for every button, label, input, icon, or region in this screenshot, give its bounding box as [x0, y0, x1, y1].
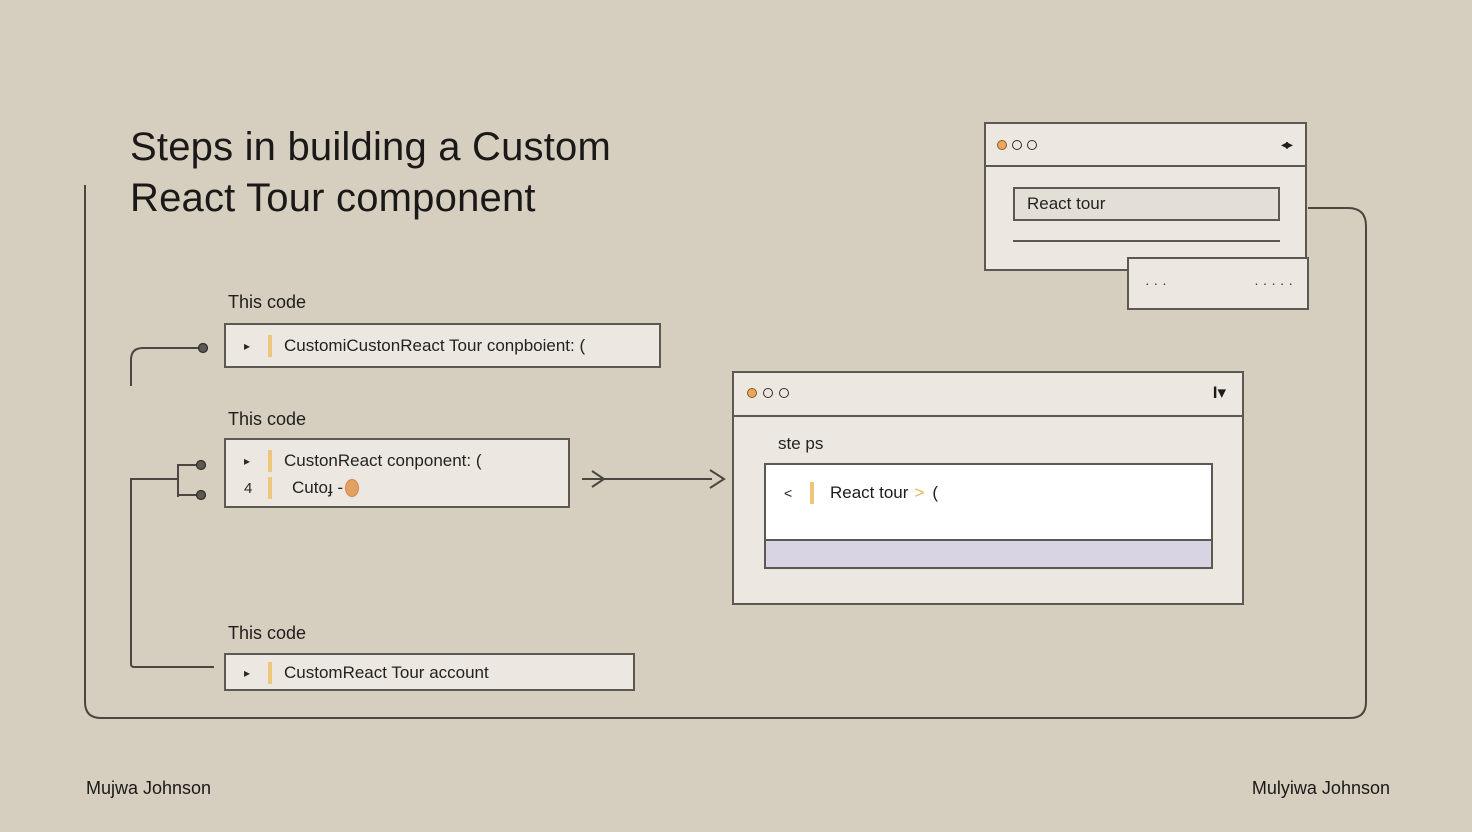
line-number: 4 [244, 479, 253, 497]
window-dot-icon[interactable] [1027, 140, 1037, 150]
cursor-dropdown-icon[interactable]: I▾ [1212, 383, 1226, 402]
search-input[interactable]: React tour [1013, 187, 1280, 221]
divider [1013, 240, 1280, 242]
step-tail: ( [932, 483, 939, 502]
author-left: Mujwa Johnson [86, 778, 212, 798]
code-label-1: This code [228, 292, 307, 312]
orange-blob-icon [345, 479, 360, 497]
title-line-1: Steps in building a Custom [130, 125, 612, 169]
code-line: ▸ CustomiCustonReact Tour conpboient: ( [244, 334, 585, 358]
code-label-3: This code [228, 623, 307, 643]
browser-window-main[interactable]: I▾ ste ps < React tour > ( [732, 371, 1244, 605]
window-dot-icon[interactable] [763, 388, 773, 398]
step-line: < React tour > ( [784, 479, 938, 507]
window-titlebar: I▾ [734, 373, 1242, 417]
browser-window-top[interactable]: ◂▸ React tour [984, 122, 1307, 271]
accent-bar [810, 482, 814, 504]
window-dot-icon[interactable] [997, 140, 1007, 150]
code-block-3[interactable]: ▸ CustomReact Tour account [224, 653, 635, 691]
popup-panel[interactable]: · · · · · · · · [1127, 257, 1309, 310]
code-text: CustonReact conponent: ( [284, 451, 482, 470]
code-block-1[interactable]: ▸ CustomiCustonReact Tour conpboient: ( [224, 323, 661, 368]
window-dot-icon[interactable] [1012, 140, 1022, 150]
page-title: Steps in building a Custom React Tour co… [130, 122, 750, 224]
popup-text-right: · · · · · [1254, 275, 1293, 291]
triangle-right-icon[interactable]: ▸ [244, 339, 251, 353]
step-card[interactable]: < React tour > ( [764, 463, 1213, 569]
left-right-arrows-icon[interactable]: ◂▸ [1280, 136, 1293, 152]
highlight-band [766, 539, 1211, 567]
title-line-2: React Tour component [130, 176, 536, 220]
accent-bar [268, 477, 272, 499]
window-titlebar: ◂▸ [986, 124, 1305, 167]
popup-text-left: · · · [1145, 275, 1167, 291]
code-text: CustomReact Tour account [284, 663, 489, 682]
code-block-2[interactable]: ▸ CustonReact conponent: ( 4 Cutoɟ - [224, 438, 570, 508]
steps-label: ste ps [778, 434, 824, 453]
window-dot-icon[interactable] [747, 388, 757, 398]
code-line: 4 Cutoɟ - [244, 476, 360, 500]
accent-bar [268, 335, 272, 357]
triangle-right-icon[interactable]: ▸ [244, 666, 251, 680]
step-accent: > [914, 483, 925, 502]
step-text: React tour [830, 483, 909, 502]
chevron-left-icon[interactable]: < [784, 485, 793, 501]
accent-bar [268, 450, 272, 472]
triangle-right-icon[interactable]: ▸ [244, 454, 251, 468]
code-line: ▸ CustomReact Tour account [244, 661, 489, 685]
code-text: Cutoɟ - [292, 478, 344, 497]
code-label-2: This code [228, 409, 307, 429]
author-right: Mulyiwa Johnson [1251, 778, 1390, 798]
code-line: ▸ CustonReact conponent: ( [244, 449, 482, 473]
window-dot-icon[interactable] [779, 388, 789, 398]
accent-bar [268, 662, 272, 684]
code-text: CustomiCustonReact Tour conpboient: ( [284, 336, 586, 355]
